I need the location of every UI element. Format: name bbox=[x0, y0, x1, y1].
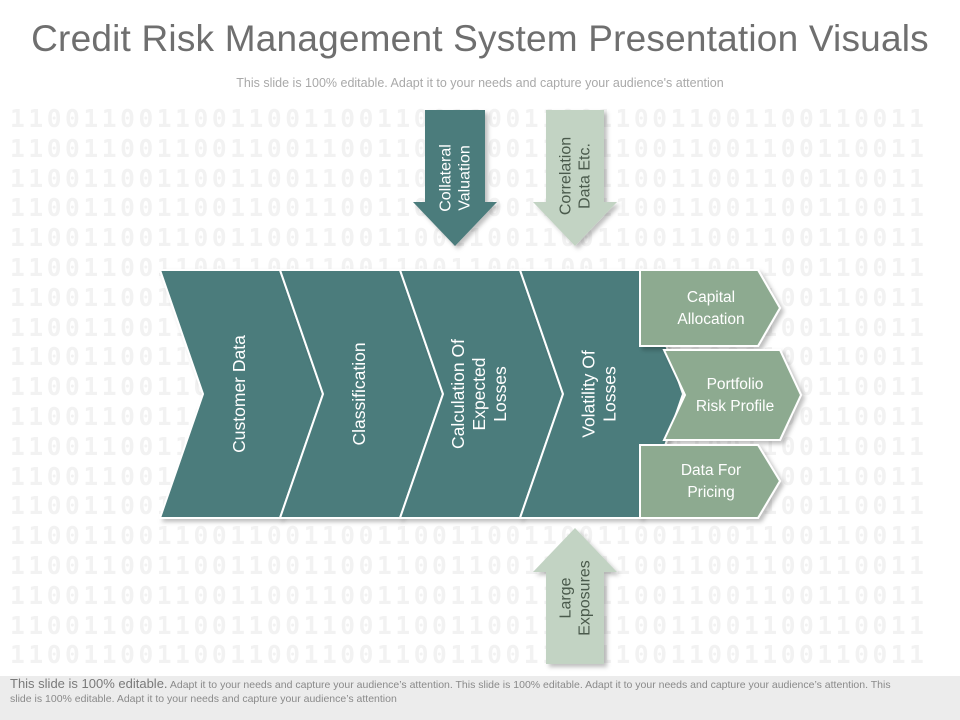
label-line: Expected bbox=[469, 358, 489, 431]
output-box-shape bbox=[639, 444, 782, 519]
label-line: Correlation bbox=[558, 137, 575, 215]
chevron-label: Classification bbox=[349, 342, 369, 445]
label-line: Risk Profile bbox=[696, 398, 774, 415]
label-line: Exposures bbox=[577, 560, 594, 636]
output-box-shape bbox=[662, 349, 803, 441]
label-line: Pricing bbox=[687, 484, 734, 501]
up-arrow-shape bbox=[533, 528, 617, 664]
down-arrow-shape bbox=[413, 110, 497, 246]
footer-bar bbox=[0, 676, 960, 720]
down-arrow-shape bbox=[533, 110, 617, 246]
label-line: Losses bbox=[490, 366, 510, 422]
label-line: Large bbox=[558, 577, 575, 618]
chevron-process-chain: Customer Data Classification Calculation O… bbox=[158, 269, 685, 519]
chevron-label: Volatility OfLosses bbox=[579, 350, 620, 438]
label-line: Collateral bbox=[438, 144, 455, 212]
footer-lead: This slide is 100% editable. bbox=[10, 676, 168, 691]
label-line: Volatility Of bbox=[579, 350, 599, 438]
label-line: Losses bbox=[600, 366, 620, 422]
footer-text: This slide is 100% editable. Adapt it to… bbox=[10, 677, 910, 706]
slide-title: Credit Risk Management System Presentati… bbox=[31, 18, 929, 59]
output-box-shape bbox=[639, 269, 782, 347]
label-line: Capital bbox=[687, 289, 735, 306]
chevron-label: Calculation OfExpectedLosses bbox=[448, 339, 510, 449]
footer-rest: Adapt it to your needs and capture your … bbox=[10, 679, 891, 705]
label-line: Valuation bbox=[457, 145, 474, 211]
label-line: Portfolio bbox=[707, 376, 764, 393]
chevron-label: Customer Data bbox=[229, 335, 249, 453]
label-line: Classification bbox=[349, 342, 369, 445]
slide-subtitle: This slide is 100% editable. Adapt it to… bbox=[236, 76, 724, 90]
label-line: Data For bbox=[681, 462, 741, 479]
label-line: Calculation Of bbox=[448, 339, 468, 449]
label-line: Data Etc. bbox=[577, 143, 594, 209]
label-line: Allocation bbox=[677, 311, 744, 328]
label-line: Customer Data bbox=[229, 335, 249, 453]
